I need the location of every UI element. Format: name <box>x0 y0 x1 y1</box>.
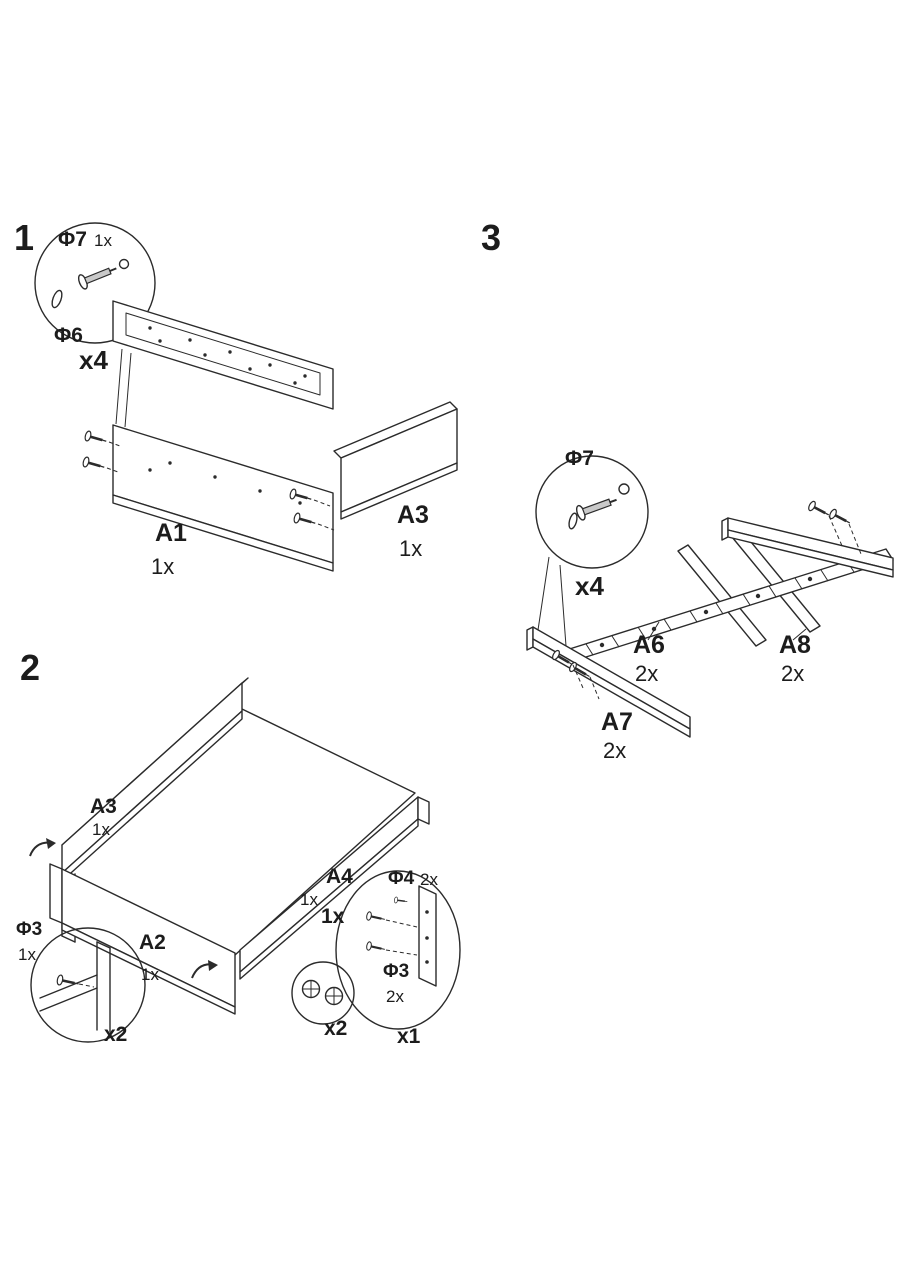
rail-a4-drawing <box>239 796 430 980</box>
part-a4-label: A4 <box>326 865 353 888</box>
step2-bracket-callout-circle <box>335 870 461 1030</box>
rail-a3-drawing <box>333 401 458 520</box>
part-a3-assembled-label: A3 <box>90 795 117 818</box>
step2-illustration <box>29 677 461 1043</box>
headboard-rail-drawing <box>112 300 334 410</box>
part-a7-label: A7 <box>601 708 633 736</box>
step3-screws <box>549 499 862 700</box>
rail-top-drawing <box>721 517 894 578</box>
nut-icon <box>118 258 130 270</box>
bolt-icon <box>575 498 617 521</box>
screw-icon <box>364 910 387 925</box>
step1-illustration <box>34 222 458 572</box>
step3-illustration <box>526 455 894 738</box>
rotate-arrow-icon <box>191 960 218 979</box>
step1-phi7-count: 1x <box>94 231 112 250</box>
step1-multiplier: x4 <box>79 345 108 375</box>
nut-icon <box>618 483 630 495</box>
washer-icon <box>51 289 63 309</box>
bracket-multiplier: x1 <box>397 1025 421 1048</box>
step2-left-callout-circle <box>30 927 146 1043</box>
step1-phi6-label: Φ6 <box>54 324 83 347</box>
bracket-drawing <box>418 885 437 987</box>
part-a2-label: A2 <box>139 931 166 954</box>
step1-phi7-label: Φ7 <box>58 228 87 251</box>
phi4-label: Φ4 <box>388 868 415 889</box>
bolt-icon <box>77 267 117 290</box>
part-a3-assembled-count: 1x <box>92 820 110 839</box>
phi3-left-label: Φ3 <box>16 919 43 940</box>
phi3-left-multiplier: x2 <box>104 1023 128 1046</box>
step2-number: 2 <box>20 647 41 688</box>
part-a8-label: A8 <box>779 631 811 659</box>
step3-multiplier: x4 <box>575 571 604 601</box>
step3-number: 3 <box>481 217 502 258</box>
part-a6-label: A6 <box>633 631 665 659</box>
screw-icon <box>364 940 387 955</box>
cam-lock-icon <box>324 986 344 1006</box>
screw-icon <box>393 896 409 906</box>
phi3-right-count: 2x <box>386 987 404 1006</box>
part-a1-count: 1x <box>151 554 175 579</box>
phi3-left-count: 1x <box>18 945 36 964</box>
step1-hardware-callout-circle <box>34 222 156 344</box>
part-a4-qty: 1x <box>321 905 345 928</box>
panel-a1-drawing <box>112 424 334 572</box>
rotate-arrow-icon <box>29 838 56 857</box>
part-a1-label: A1 <box>155 519 187 547</box>
slat-band-a6-drawing <box>559 548 894 664</box>
step2-cam-callout-circle <box>291 961 355 1025</box>
part-a3-count: 1x <box>399 536 423 561</box>
part-a8-count: 2x <box>781 661 805 686</box>
phi4-count: 2x <box>420 870 438 889</box>
step1-number: 1 <box>14 217 35 258</box>
washer-icon <box>568 512 578 530</box>
part-a2-count: 1x <box>141 965 159 984</box>
cam-lock-icon <box>301 979 321 999</box>
phi3-right-label: Φ3 <box>383 961 410 982</box>
part-a3-label: A3 <box>397 501 429 529</box>
rail-a3-assembled-drawing <box>61 677 249 882</box>
part-a4-count: 1x <box>300 890 318 909</box>
part-a6-count: 2x <box>635 661 659 686</box>
cam-multiplier: x2 <box>324 1017 348 1040</box>
step3-hardware-callout-circle <box>535 455 649 647</box>
part-a7-count: 2x <box>603 738 627 763</box>
step1-screws <box>80 429 335 531</box>
step3-phi7-label: Φ7 <box>565 447 594 470</box>
